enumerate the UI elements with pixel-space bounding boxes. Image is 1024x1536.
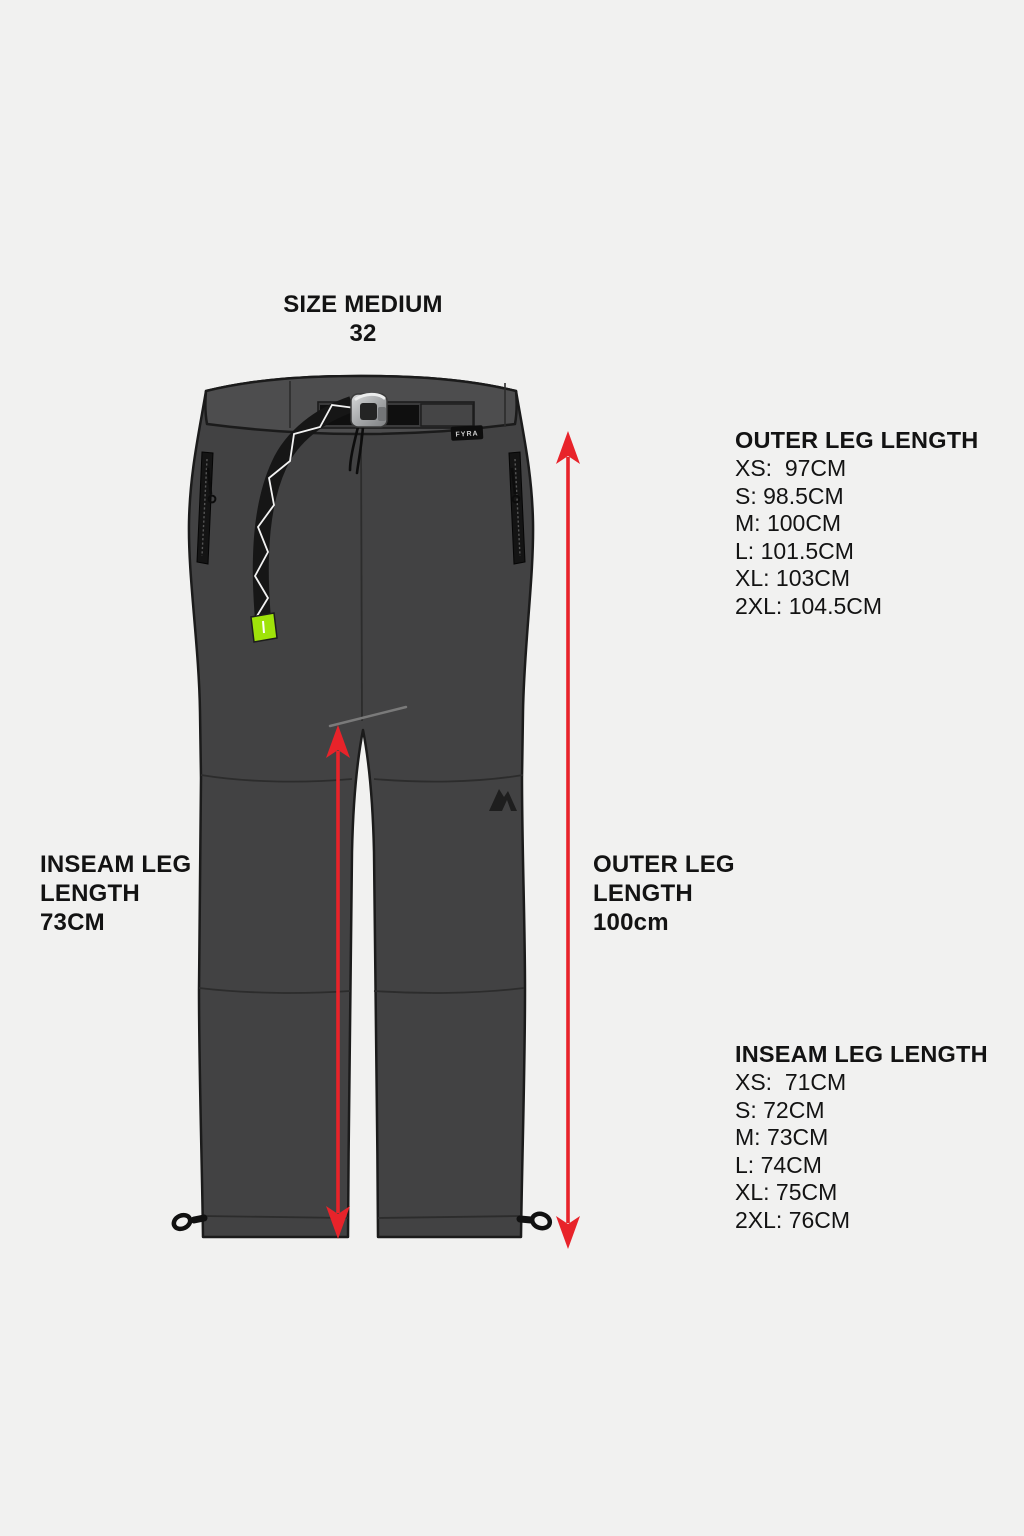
brand-tag: FYRA: [450, 425, 484, 441]
size-spec-row: L: 74CM: [735, 1151, 822, 1178]
knee-seam-right: [373, 774, 524, 783]
outer-leg-callout-line2: LENGTH: [593, 880, 693, 907]
size-spec-row: XS: 97CM: [735, 455, 847, 481]
size-spec-row: S: 72CM: [735, 1096, 825, 1123]
shin-seam-left: [198, 987, 351, 994]
outer-leg-callout-line3: 100cm: [593, 909, 669, 936]
inseam-callout-line3: 73CM: [40, 909, 105, 936]
inseam-measure-arrow: [326, 725, 350, 1239]
size-spec-row: 2XL: 104.5CM: [735, 592, 883, 619]
outer-leg-measure-arrow: [556, 431, 580, 1249]
size-label-line1: SIZE MEDIUM: [283, 291, 443, 318]
size-spec-row: 2XL: 76CM: [735, 1206, 851, 1233]
outer-leg-table: OUTER LEG LENGTH XS: 97CM S: 98.5CM M: 1…: [735, 426, 1024, 621]
belt-buckle: [350, 392, 388, 428]
knee-seam-left: [200, 774, 353, 783]
hem-toggle-right: [516, 1211, 553, 1231]
outer-leg-callout: OUTER LEG LENGTH 100cm: [593, 850, 793, 937]
belt-keeper: [420, 403, 474, 427]
size-spec-row: XL: 103CM: [735, 565, 851, 592]
hem-seam-left: [201, 1215, 349, 1219]
mountain-logo-icon: [489, 789, 517, 811]
inseam-callout-line2: LENGTH: [40, 880, 140, 907]
outer-leg-callout-line1: OUTER LEG: [593, 851, 735, 878]
shin-seam-right: [373, 987, 525, 994]
outer-leg-table-title: OUTER LEG LENGTH: [735, 427, 979, 453]
inseam-callout: INSEAM LEG LENGTH 73CM: [40, 850, 240, 937]
inseam-callout-line1: INSEAM LEG: [40, 851, 192, 878]
brand-tag-label: FYRA: [455, 430, 478, 438]
size-spec-row: XS: 71CM: [735, 1069, 847, 1095]
drawcord: [348, 425, 365, 475]
left-pocket-zipper: [196, 451, 217, 565]
crotch-seam-detail: [328, 705, 408, 728]
fly-seam: [360, 433, 363, 722]
waistband-stitches: [289, 381, 506, 428]
hem-toggle-left: [171, 1212, 208, 1232]
size-spec-row: XL: 75CM: [735, 1179, 838, 1206]
belt-strap: [252, 396, 355, 621]
size-label: SIZE MEDIUM 32: [238, 290, 488, 348]
seam-lines: [198, 433, 525, 1219]
hem-seam-right: [377, 1215, 522, 1219]
size-spec-row: S: 98.5CM: [735, 482, 844, 509]
size-label-line2: 32: [349, 320, 377, 347]
belt-end-tab-stitch: [262, 620, 265, 634]
size-spec-row: M: 73CM: [735, 1124, 829, 1151]
pants-body: [187, 374, 535, 1239]
right-pocket-zipper: [508, 451, 526, 565]
inseam-table: INSEAM LEG LENGTH XS: 71CM S: 72CM M: 73…: [735, 1040, 1024, 1235]
size-spec-row: M: 100CM: [735, 510, 842, 537]
size-spec-row: L: 101.5CM: [735, 537, 854, 564]
inseam-table-title: INSEAM LEG LENGTH: [735, 1041, 988, 1067]
belt-strap-stitching: [253, 404, 356, 617]
